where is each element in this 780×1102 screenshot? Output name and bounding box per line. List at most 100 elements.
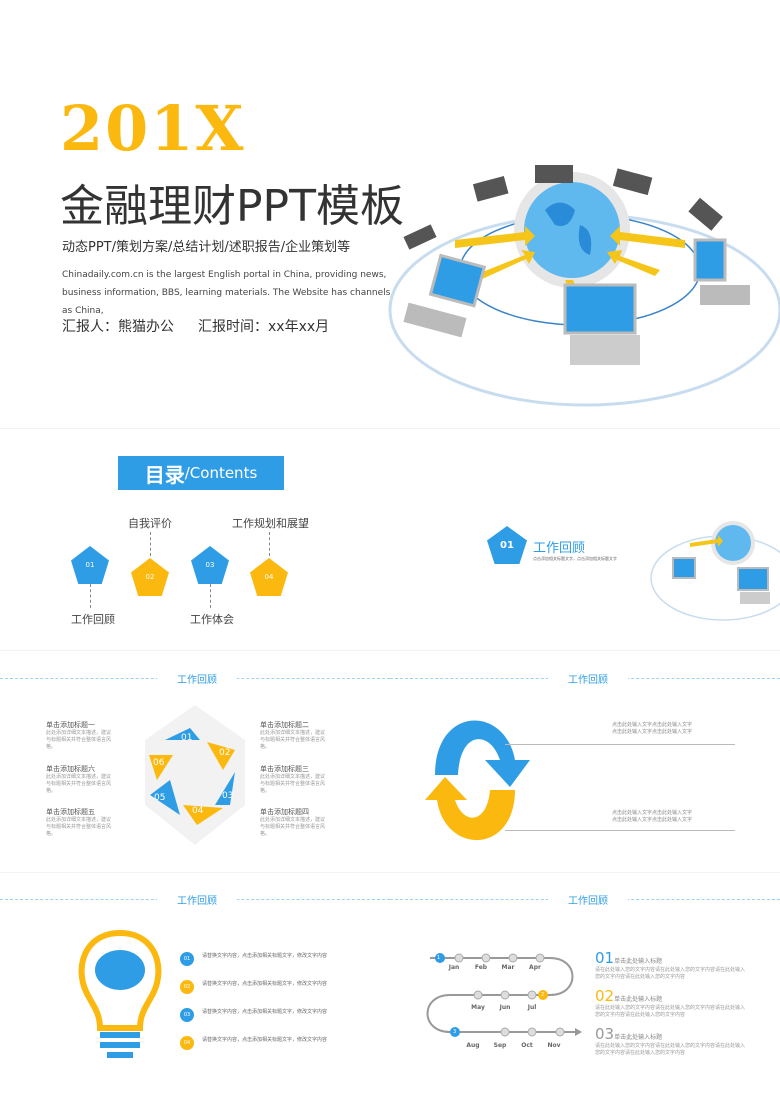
section-title: 工作回顾 xyxy=(533,541,586,556)
item-body: 此处添加详细文本描述，建议与标题相关并符合整体语言风格。 xyxy=(46,774,112,794)
item-number: 02 xyxy=(595,987,615,1005)
item-text: 请替换文字内容，点击添加相关标题文字，修改文字内容 xyxy=(202,981,328,987)
item-heading: 单击添加标题三 xyxy=(260,765,309,773)
hex-item-04: 单击添加标题四此处添加详细文本描述，建议与标题相关并符合整体语言风格。 xyxy=(260,807,325,838)
item-body: 此处添加详细文本描述，建议与标题相关并符合整体语言风格。 xyxy=(260,817,326,837)
toc-item-04[interactable]: 04 xyxy=(250,558,288,596)
connector xyxy=(210,584,211,608)
timeline-marker-2: 2 xyxy=(541,992,545,998)
item-body: 此处添加详细文本描述，建议与标题相关并符合整体语言风格。 xyxy=(260,730,326,750)
hex-label-04: 04 xyxy=(192,806,204,816)
item-body: 此处添加详细文本描述，建议与标题相关并符合整体语言风格。 xyxy=(46,730,112,750)
number-badge: 03 xyxy=(180,1008,194,1022)
bullet-text: 点击此处输入文字点击此处输入文字 xyxy=(612,722,693,728)
item-text: 请替换文字内容，点击添加相关标题文字，修改文字内容 xyxy=(202,953,328,959)
divider-line xyxy=(505,744,735,745)
cycle-text-1: 点击此处输入文字点击此处输入文字点击此处输入文字点击此处输入文字 xyxy=(612,722,692,736)
cover-reporter: 汇报人：熊猫办公汇报时间：xx年xx月 xyxy=(62,316,329,336)
toc-label-03[interactable]: 工作体会 xyxy=(190,613,234,626)
item-heading: 单击添加标题二 xyxy=(260,721,309,729)
timeline-items: 01单击此处输入标题请在此处输入您的文字内容请在此处输入您的文字内容请在此处输入… xyxy=(595,948,745,1062)
list-item: 03 请替换文字内容，点击添加相关标题文字，修改文字内容 xyxy=(180,1008,332,1036)
timeline-path xyxy=(426,953,582,1037)
month-label: Jan xyxy=(448,964,460,971)
timeline-item: 01单击此处输入标题请在此处输入您的文字内容请在此处输入您的文字内容请在此处输入… xyxy=(595,948,745,986)
item-body: 此处添加详细文本描述，建议与标题相关并符合整体语言风格。 xyxy=(46,817,112,837)
item-number: 03 xyxy=(595,1025,615,1043)
month-label: Aug xyxy=(466,1042,480,1049)
hex-label-01: 01 xyxy=(181,733,192,743)
list-item: 04 请替换文字内容，点击添加相关标题文字，修改文字内容 xyxy=(180,1036,332,1064)
toc-label-02[interactable]: 自我评价 xyxy=(128,517,172,530)
month-label: Nov xyxy=(547,1042,561,1049)
months-row-2: May Jun Jul xyxy=(468,1004,542,1011)
item-heading: 单击添加标题五 xyxy=(46,808,95,816)
months-row-3: Aug Sep Oct Nov xyxy=(463,1042,564,1049)
hex-item-06: 单击添加标题六此处添加详细文本描述，建议与标题相关并符合整体语言风格。 xyxy=(46,764,111,795)
toc-label-04[interactable]: 工作规划和展望 xyxy=(232,517,309,530)
slide-title: 工作回顾 xyxy=(548,671,628,686)
item-text: 请替换文字内容，点击添加相关标题文字，修改文字内容 xyxy=(202,1037,328,1043)
toc-label-01[interactable]: 工作回顾 xyxy=(71,613,115,626)
cycle-text-2: 点击此处输入文字点击此处输入文字点击此处输入文字点击此处输入文字 xyxy=(612,810,692,824)
slide-title: 工作回顾 xyxy=(157,892,237,907)
bullet-text: 点击此处输入文字点击此处输入文字 xyxy=(612,810,693,816)
slide-divider xyxy=(0,872,780,873)
item-heading: 单击此处输入标题 xyxy=(614,1034,663,1041)
item-number: 01 xyxy=(595,949,615,967)
hex-item-02: 单击添加标题二此处添加详细文本描述，建议与标题相关并符合整体语言风格。 xyxy=(260,720,325,751)
item-body: 此处添加详细文本描述，建议与标题相关并符合整体语言风格。 xyxy=(260,774,326,794)
timeline-item: 02单击此处输入标题请在此处输入您的文字内容请在此处输入您的文字内容请在此处输入… xyxy=(595,986,745,1024)
section-number: 01 xyxy=(487,526,527,564)
laptop-icon xyxy=(563,283,640,365)
month-label: Jul xyxy=(527,1004,537,1011)
toc-title: 目录/Contents xyxy=(118,456,284,490)
timeline-marker-1: 1 xyxy=(437,955,441,961)
network-globe-illustration xyxy=(388,165,780,407)
month-label: Jun xyxy=(499,1004,511,1011)
cover-description: Chinadaily.com.cn is the largest English… xyxy=(62,270,391,316)
item-body: 请在此处输入您的文字内容请在此处输入您的文字内容请在此处输入您的文字内容请在此处… xyxy=(595,1043,746,1056)
number-badge: 02 xyxy=(180,980,194,994)
slide-divider xyxy=(0,428,780,429)
cover-title: 金融理财PPT模板 xyxy=(60,181,404,232)
month-label: Oct xyxy=(521,1042,533,1049)
hex-item-05: 单击添加标题五此处添加详细文本描述，建议与标题相关并符合整体语言风格。 xyxy=(46,807,111,838)
hexagram-diagram: 01 02 03 04 05 06 xyxy=(145,705,245,845)
item-text: 请替换文字内容，点击添加相关标题文字，修改文字内容 xyxy=(202,1009,328,1015)
item-body: 请在此处输入您的文字内容请在此处输入您的文字内容请在此处输入您的文字内容请在此处… xyxy=(595,967,746,980)
month-label: Apr xyxy=(529,964,541,971)
number-badge: 04 xyxy=(180,1036,194,1050)
item-heading: 单击添加标题四 xyxy=(260,808,309,816)
months-row-1: Jan Feb Mar Apr xyxy=(444,964,545,971)
toc-item-02[interactable]: 02 xyxy=(131,558,169,596)
divider-line xyxy=(505,830,735,831)
month-label: May xyxy=(471,1004,485,1011)
hex-label-03: 03 xyxy=(222,791,233,801)
toc-title-en: /Contents xyxy=(184,464,258,482)
hex-item-03: 单击添加标题三此处添加详细文本描述，建议与标题相关并符合整体语言风格。 xyxy=(260,764,325,795)
connector xyxy=(150,532,151,556)
month-label: Feb xyxy=(474,964,488,971)
hex-label-06: 06 xyxy=(153,758,165,768)
item-heading: 单击此处输入标题 xyxy=(614,958,663,965)
toc-item-03[interactable]: 03 xyxy=(191,546,229,584)
slide-title: 工作回顾 xyxy=(157,671,237,686)
hex-label-02: 02 xyxy=(219,748,230,758)
list-item: 02 请替换文字内容，点击添加相关标题文字，修改文字内容 xyxy=(180,980,332,1008)
slide-title: 工作回顾 xyxy=(548,892,628,907)
item-heading: 单击添加标题一 xyxy=(46,721,95,729)
section-subtitle: 点击添加相关标题文字，点击添加相关标题文字 xyxy=(533,556,617,561)
month-label: Sep xyxy=(493,1042,507,1049)
month-label: Mar xyxy=(501,964,515,971)
hex-label-05: 05 xyxy=(154,793,165,803)
cover-subtitle: 动态PPT/策划方案/总结计划/述职报告/企业策划等 xyxy=(62,240,351,255)
cycle-arrows-icon xyxy=(425,720,530,841)
toc-item-01[interactable]: 01 xyxy=(71,546,109,584)
item-heading: 单击添加标题六 xyxy=(46,765,95,773)
bullet-text: 点击此处输入文字点击此处输入文字 xyxy=(612,817,693,823)
reporter: 汇报人：熊猫办公 xyxy=(62,319,174,335)
timeline-item: 03单击此处输入标题请在此处输入您的文字内容请在此处输入您的文字内容请在此处输入… xyxy=(595,1024,745,1062)
hex-item-01: 单击添加标题一此处添加详细文本描述，建议与标题相关并符合整体语言风格。 xyxy=(46,720,111,751)
